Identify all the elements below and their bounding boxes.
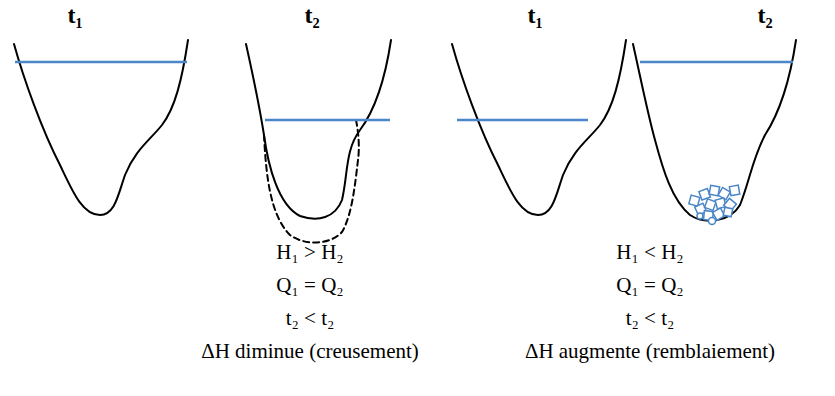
channel-outline (633, 40, 796, 221)
channel-outline (246, 40, 391, 219)
conclusion-text: ΔH augmente (remblaiement) (525, 340, 775, 363)
time-label: t₂ (304, 2, 319, 28)
conclusion-text: ΔH diminue (creusement) (201, 340, 419, 363)
time-label: t₁ (527, 2, 542, 28)
water-level (265, 119, 390, 122)
water-level (457, 119, 588, 122)
water-level (640, 61, 793, 64)
channel-outline (452, 40, 626, 215)
time-relation: t₂ < t₂ (286, 307, 335, 330)
flow-relation: Q₁ = Q₂ (616, 274, 683, 297)
water-level (15, 61, 187, 64)
flow-relation: Q₁ = Q₂ (276, 274, 343, 297)
height-relation: H₁ > H₂ (276, 241, 343, 264)
height-relation: H₁ < H₂ (616, 241, 683, 264)
time-relation: t₂ < t₂ (626, 307, 675, 330)
sediment-fill (689, 185, 740, 224)
channel-outline (14, 40, 188, 215)
time-label: t₂ (757, 2, 772, 28)
former-bed-dashed (264, 120, 359, 243)
time-label: t₁ (67, 2, 82, 28)
